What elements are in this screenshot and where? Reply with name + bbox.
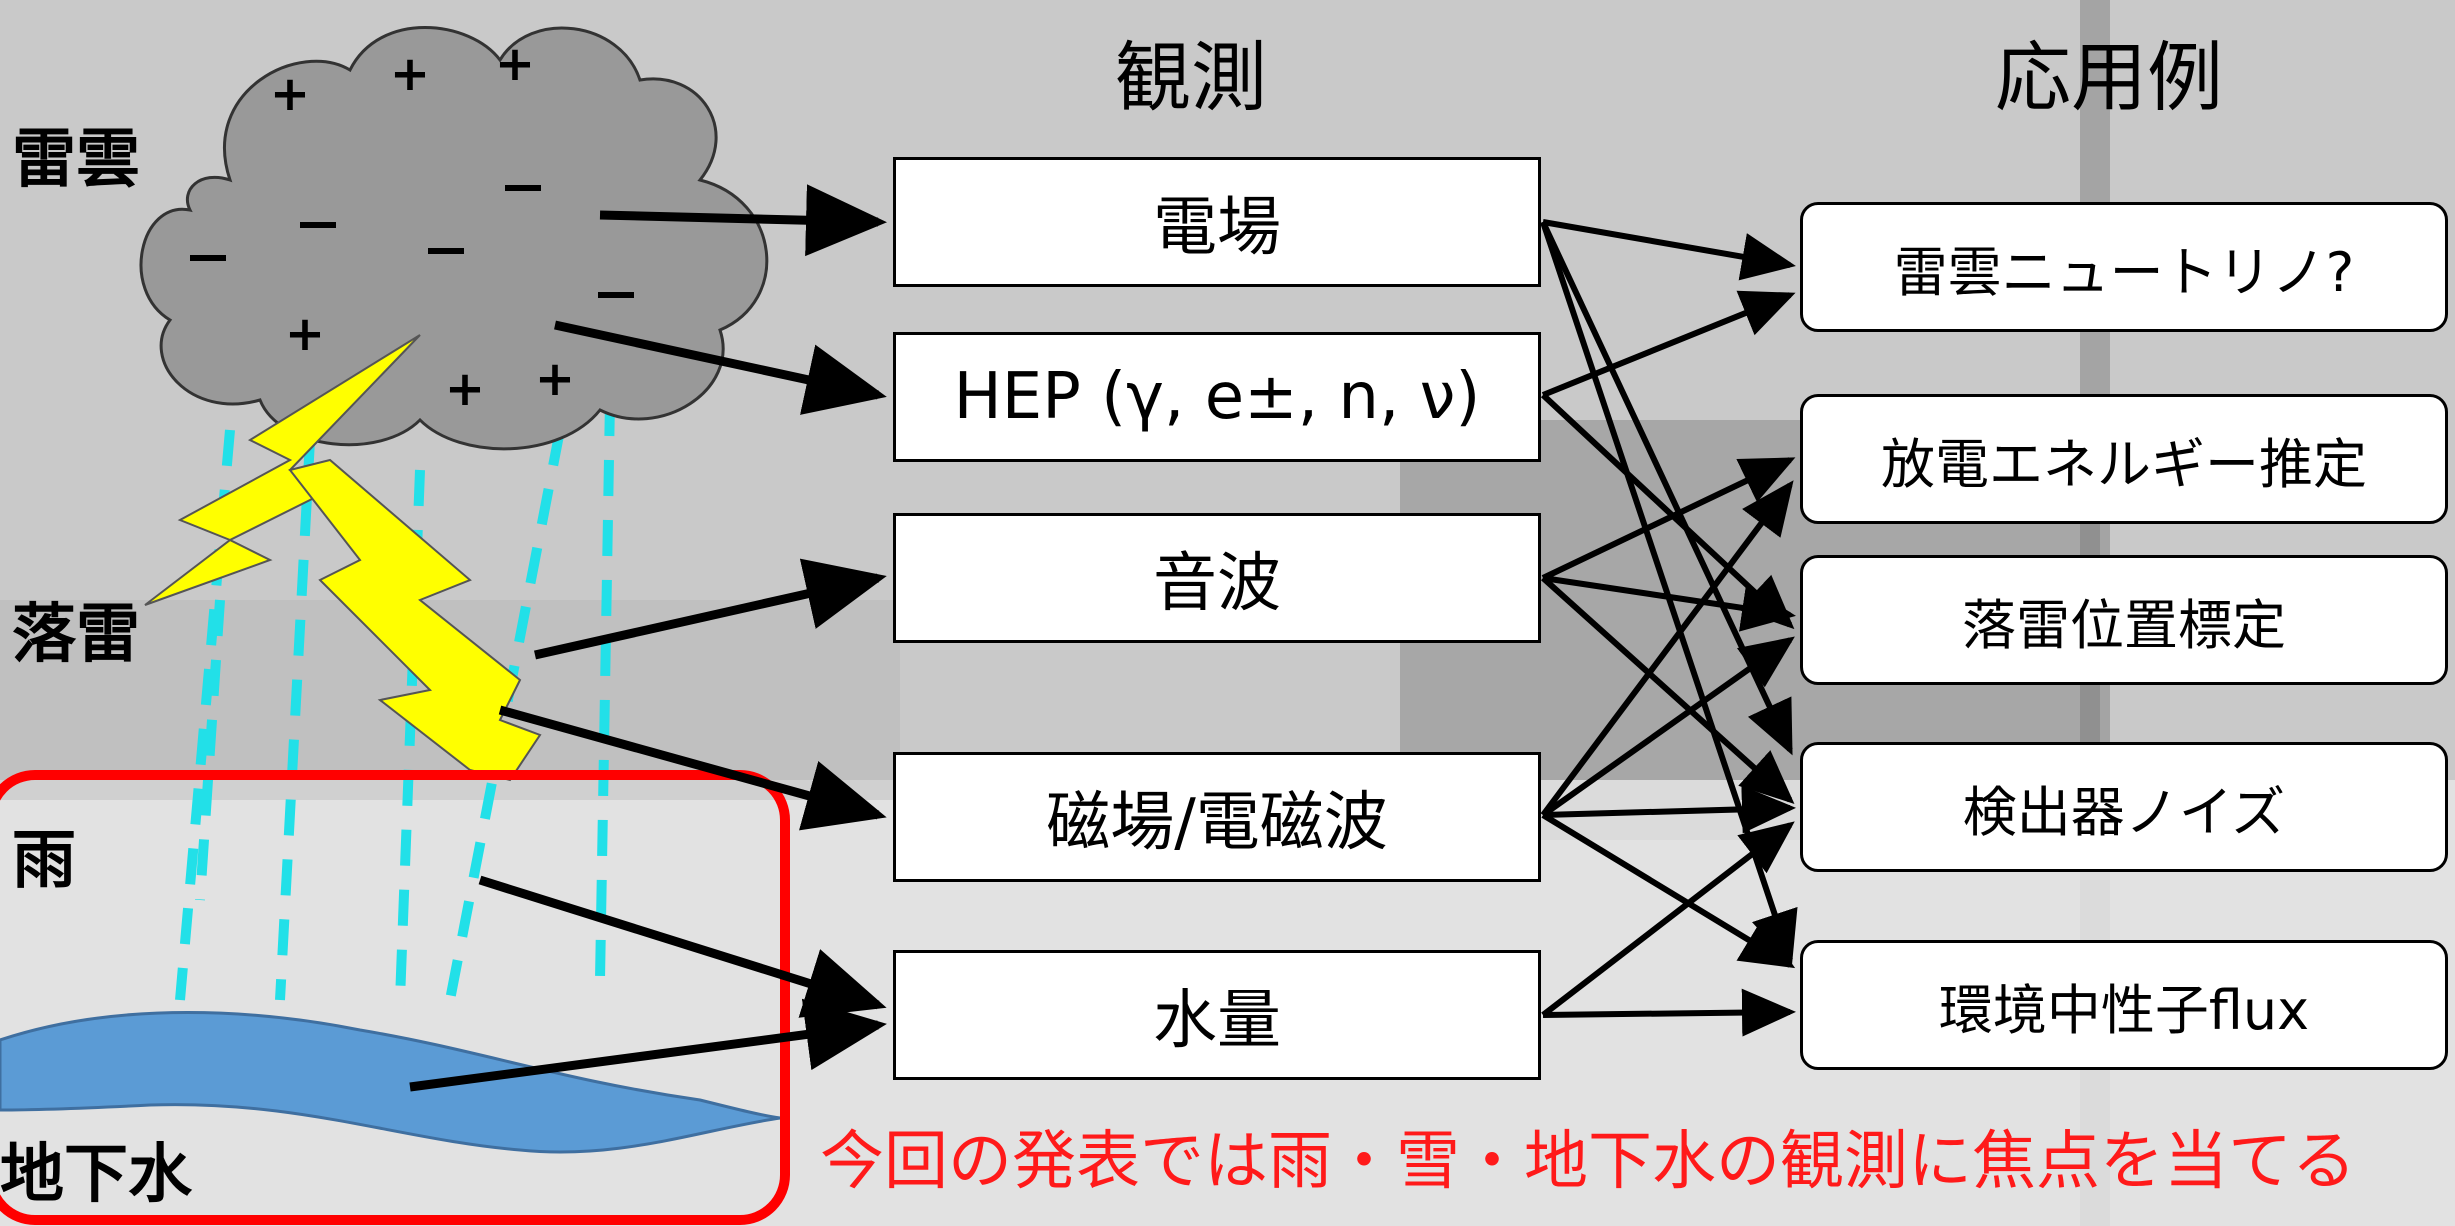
label-thundercloud: 雷雲 <box>12 123 140 197</box>
heading-observation: 観測 <box>1115 33 1267 122</box>
svg-text:+: + <box>445 361 485 417</box>
obs-box-sound: 音波 <box>893 513 1541 643</box>
link-efield-noise <box>1540 220 1793 756</box>
link-sound-noise <box>1540 575 1795 805</box>
link-water-flux <box>1542 988 1796 1037</box>
label-lightning: 落雷 <box>12 598 140 672</box>
obs-box-hep: HEP (γ, e±, n, ν) <box>893 332 1541 462</box>
link-water-noise <box>1541 821 1795 1018</box>
cloud-charges: + + + + + + <box>190 36 634 417</box>
link-em-energy <box>1540 480 1794 817</box>
svg-text:+: + <box>270 66 310 122</box>
link-sound-energy <box>1541 457 1796 581</box>
svg-text:+: + <box>495 36 535 92</box>
link-em-noise <box>1542 785 1796 834</box>
arrow-cloud-to-efield <box>599 184 887 257</box>
link-efield-neutrino <box>1542 219 1796 281</box>
groundwater-shape <box>0 1011 781 1154</box>
heading-application: 応用例 <box>1995 33 2223 122</box>
lightning-bolt-2 <box>288 458 542 782</box>
app-box-neutrino: 雷雲ニュートリノ? <box>1800 202 2448 332</box>
link-em-flux <box>1541 812 1796 969</box>
link-hep-neutrino <box>1541 290 1796 398</box>
app-box-neutron-flux: 環境中性子flux <box>1800 940 2448 1070</box>
arrow-rain-to-water <box>478 875 887 1018</box>
svg-text:+: + <box>535 351 575 407</box>
svg-text:+: + <box>285 306 325 362</box>
highlight-box <box>0 770 790 1225</box>
link-em-position <box>1541 636 1795 818</box>
arrow-cloud-to-hep <box>554 320 887 415</box>
arrow-groundwater-to-water <box>409 998 887 1092</box>
focus-note: 今回の発表では雨・雪・地下水の観測に焦点を当てる <box>820 1125 2356 1199</box>
app-box-detector-noise: 検出器ノイズ <box>1800 742 2448 872</box>
link-sound-position <box>1542 575 1796 632</box>
obs-box-electromagnetic: 磁場/電磁波 <box>893 752 1541 882</box>
arrow-lightning-to-sound <box>534 558 887 660</box>
app-box-position: 落雷位置標定 <box>1800 555 2448 685</box>
svg-text:+: + <box>390 46 430 102</box>
app-box-energy-estimate: 放電エネルギー推定 <box>1800 394 2448 524</box>
label-groundwater: 地下水 <box>0 1138 192 1212</box>
label-rain: 雨 <box>12 824 76 898</box>
obs-box-electric-field: 電場 <box>893 157 1541 287</box>
arrow-lightning-to-em <box>498 705 887 831</box>
obs-box-water-amount: 水量 <box>893 950 1541 1080</box>
